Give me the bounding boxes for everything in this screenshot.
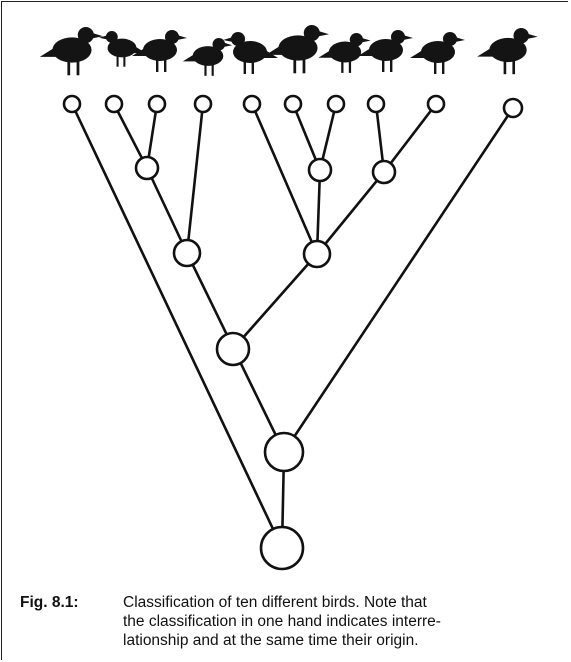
edge-leaf-node-4-to-branch-node-d: [185, 102, 205, 255]
leaf-node-7: [326, 94, 346, 114]
edge-branch-node-e-to-branch-node-f: [231, 252, 319, 351]
duck-icon: [39, 27, 104, 76]
edge-branch-node-a-to-branch-node-d: [145, 166, 189, 255]
hen-icon: [182, 38, 233, 76]
bird-classification-tree: [39, 25, 538, 571]
leaf-node-10: [502, 97, 524, 119]
leaf-node-1: [62, 94, 82, 114]
leaf-node-3: [147, 94, 167, 114]
edge-leaf-node-1-to-root-node: [70, 102, 284, 550]
leaf-node-8: [366, 94, 386, 114]
root-node: [259, 525, 305, 571]
branch-node-e: [302, 239, 332, 269]
branch-node-f: [215, 331, 251, 367]
pigeon-icon: [99, 31, 146, 67]
leaf-node-6: [283, 94, 303, 114]
edge-leaf-node-10-to-branch-node-g: [282, 106, 515, 454]
figure-label: Fig. 8.1:: [20, 594, 79, 611]
owl-icon: [318, 33, 371, 73]
leaf-node-4: [193, 94, 213, 114]
branch-node-a: [134, 155, 160, 181]
crow-icon: [410, 32, 465, 74]
hawk-icon: [358, 30, 413, 72]
sparrow-icon: [477, 28, 538, 75]
branch-node-g: [263, 431, 305, 473]
eagle-icon: [265, 25, 330, 74]
branch-node-c: [371, 159, 397, 185]
caption-line-1: Classification of ten different birds. N…: [123, 594, 427, 611]
edge-branch-node-c-to-branch-node-e: [315, 170, 386, 256]
caption-line-3: lationship and at the same time their or…: [123, 632, 419, 649]
edge-leaf-node-5-to-branch-node-e: [250, 102, 319, 256]
leaf-node-5: [242, 94, 262, 114]
parrot-icon: [132, 30, 187, 72]
branch-node-d: [172, 238, 202, 268]
leaf-node-9: [426, 94, 446, 114]
branch-node-b: [307, 157, 333, 183]
edge-leaf-node-9-to-branch-node-c: [382, 102, 438, 174]
caption-line-2: the classification in one hand indicates…: [123, 613, 441, 630]
leaf-node-2: [104, 94, 124, 114]
